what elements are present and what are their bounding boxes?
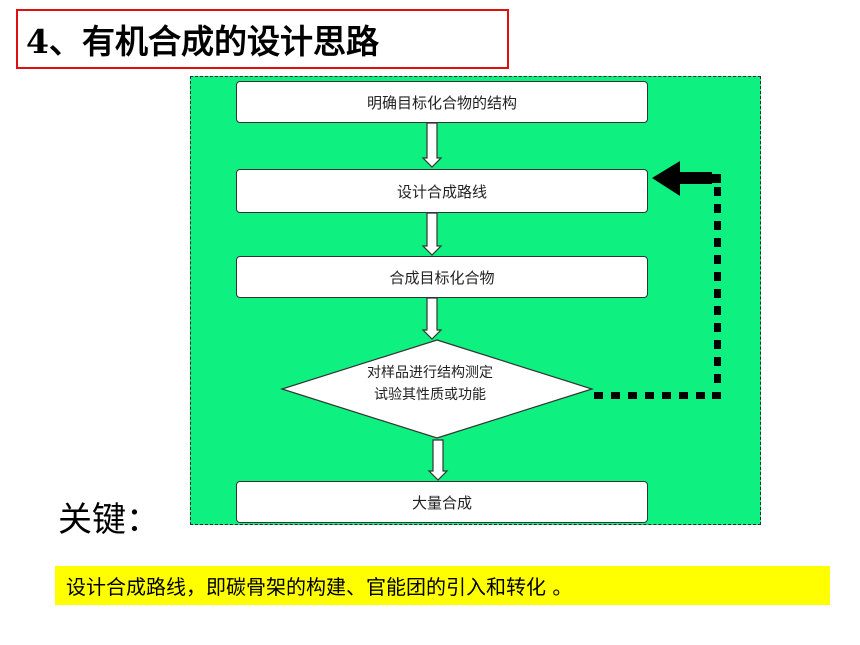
flow-step-design-route: 设计合成路线 (236, 169, 648, 213)
key-label: 关键： (58, 500, 160, 540)
arrow-down-3 (421, 297, 443, 340)
decision-text: 对样品进行结构测定 试验其性质或功能 (320, 362, 540, 406)
key-summary-text: 设计合成路线，即碳骨架的构建、官能团的引入和转化 。 (66, 575, 573, 599)
key-summary-highlight: 设计合成路线，即碳骨架的构建、官能团的引入和转化 。 (55, 566, 830, 605)
flow-step-label: 大量合成 (411, 493, 472, 512)
arrow-down-4 (427, 439, 449, 481)
flow-step-mass-synthesis: 大量合成 (236, 481, 648, 523)
decision-line-1: 对样品进行结构测定 (367, 365, 493, 381)
feedback-dotted-line (594, 174, 721, 399)
flow-step-identify-structure: 明确目标化合物的结构 (236, 81, 648, 123)
flow-step-label: 设计合成路线 (396, 182, 487, 201)
flow-step-synthesize-target: 合成目标化合物 (236, 256, 648, 298)
feedback-arrow-head (652, 161, 712, 196)
slide-title-text: 4、有机合成的设计思路 (26, 22, 379, 61)
flowchart-panel (190, 76, 761, 525)
decision-diamond (280, 339, 594, 439)
decision-line-2: 试验其性质或功能 (374, 387, 486, 403)
slide-title: 4、有机合成的设计思路 (16, 9, 509, 69)
arrow-down-1 (421, 122, 443, 168)
flow-step-label: 合成目标化合物 (389, 268, 495, 287)
flow-step-label: 明确目标化合物的结构 (366, 93, 517, 112)
arrow-down-2 (421, 212, 443, 256)
